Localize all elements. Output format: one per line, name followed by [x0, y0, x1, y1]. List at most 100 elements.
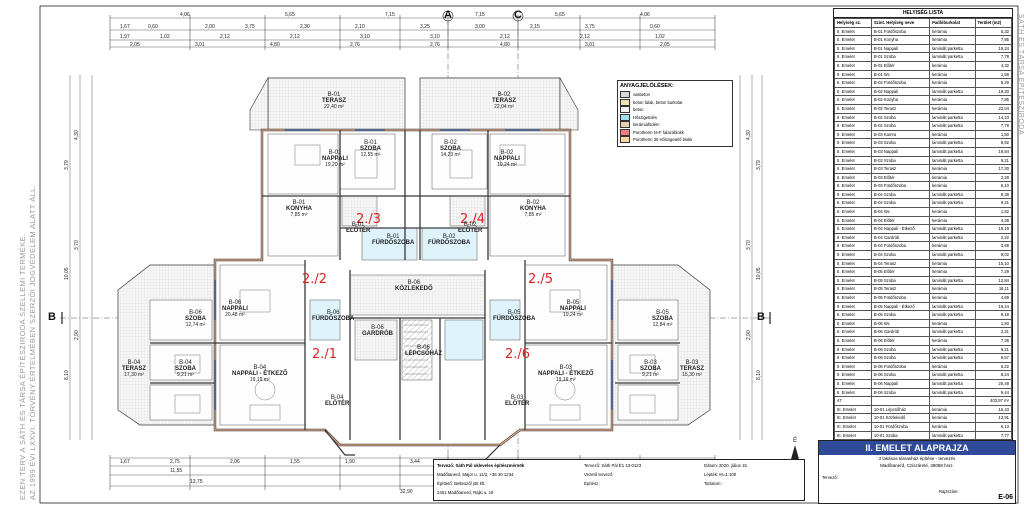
- table-cell: II. Emelet: [834, 26, 872, 37]
- table-cell: kerámia: [929, 129, 976, 140]
- room-code: B-02: [442, 234, 456, 240]
- room-name: SZOBA: [640, 366, 661, 372]
- table-cell: B-06 Szoba: [870, 353, 931, 363]
- svg-text:2,76: 2,76: [430, 42, 440, 48]
- sheet-label: Rajzszám:: [939, 489, 959, 494]
- svg-text:0,60: 0,60: [148, 24, 158, 30]
- table-cell: kerámia: [929, 35, 976, 45]
- svg-text:2,12: 2,12: [580, 34, 590, 40]
- table-cell: kerámia: [929, 421, 976, 432]
- room-code: B-01: [327, 92, 341, 98]
- table-cell: 9,18: [974, 310, 1013, 320]
- legend-label: vasbeton: [633, 92, 650, 98]
- room-code: B-01: [351, 222, 365, 228]
- room-schedule-table: HELYISÉG LISTA Helyiség sz.Szint. Helyis…: [833, 8, 1013, 485]
- table-cell: II. Emelet: [834, 43, 872, 54]
- room-code: B-04: [330, 395, 344, 401]
- room-area: 19,24 m²: [497, 162, 517, 168]
- axis-label-c-top: C: [514, 9, 522, 21]
- table-cell: B-02 Szoba: [870, 112, 931, 123]
- room-name: SZOBA: [360, 146, 381, 152]
- table-cell: II. Emelet: [834, 344, 872, 355]
- table-cell: 19,84: [974, 146, 1013, 157]
- table-cell: kerámia: [929, 361, 976, 372]
- table-cell: II. Emelet: [834, 172, 872, 183]
- room-code: B-01: [386, 234, 400, 240]
- table-cell: kerámia: [929, 78, 976, 88]
- table-header: Padlóburkolat: [929, 18, 976, 28]
- room-name: ELŐTÉR: [325, 401, 350, 407]
- table-cell: 5,10: [974, 181, 1013, 191]
- table-cell: B-06 Gardrób: [870, 327, 931, 337]
- room-name: NAPPALI: [222, 306, 248, 312]
- svg-text:2,15: 2,15: [530, 24, 540, 30]
- room-code: B-03: [559, 365, 573, 371]
- svg-text:2,12: 2,12: [500, 34, 510, 40]
- room-area: 22,04 m²: [494, 104, 514, 110]
- table-cell: II. Emelet: [834, 78, 872, 88]
- table-cell: II. Emelet: [834, 60, 872, 71]
- room-code: B-06: [417, 345, 430, 351]
- table-cell: II. Emelet: [834, 370, 872, 380]
- table-cell: laminált parketta: [929, 353, 976, 363]
- room-name: NAPPALI: [560, 306, 586, 312]
- table-cell: laminált parketta: [929, 155, 976, 166]
- table-cell: 10-01 Szoba: [870, 430, 931, 441]
- table-cell: kerámia: [929, 164, 976, 174]
- table-cell: B-02 Nappali: [870, 86, 931, 97]
- svg-text:3,79: 3,79: [64, 160, 70, 170]
- table-cell: 12,84: [974, 275, 1013, 286]
- room-code: B-06: [371, 325, 384, 331]
- legend-label: Hőszigetelés: [633, 114, 657, 120]
- svg-text:1,02: 1,02: [160, 34, 170, 40]
- room-area: 12,55 m²: [360, 152, 381, 158]
- table-cell: II. Emelet: [834, 284, 872, 294]
- table-cell: 8,92: [974, 138, 1013, 148]
- table-cell: kerámia: [929, 284, 976, 294]
- svg-text:É: É: [793, 437, 797, 444]
- svg-text:2,90: 2,90: [74, 330, 80, 340]
- table-cell: 15,43: [974, 404, 1013, 415]
- table-cell: 8,38: [974, 189, 1013, 200]
- table-cell: II. Emelet: [834, 361, 872, 372]
- table-cell: kerámia: [929, 258, 976, 269]
- svg-text:5,65: 5,65: [555, 12, 565, 18]
- table-cell: kerámia: [929, 69, 976, 80]
- office-line-3: Építtető: Belteszől jött kft.: [437, 481, 486, 486]
- room-code: B-03: [510, 395, 524, 401]
- table-cell: B-01 Nappali: [870, 43, 931, 54]
- legend-swatch: [620, 98, 630, 106]
- section-mark: 2./5: [528, 272, 554, 287]
- table-cell: 1,58: [974, 69, 1013, 80]
- room-code: B-06: [228, 300, 242, 306]
- table-cell: 9,57: [974, 353, 1013, 363]
- room-name: FÜRDŐSZOBA: [372, 240, 415, 246]
- svg-text:3,70: 3,70: [746, 240, 752, 250]
- table-cell: B-02 Konyha: [870, 95, 931, 105]
- room-area: 9,21 m²: [642, 372, 659, 378]
